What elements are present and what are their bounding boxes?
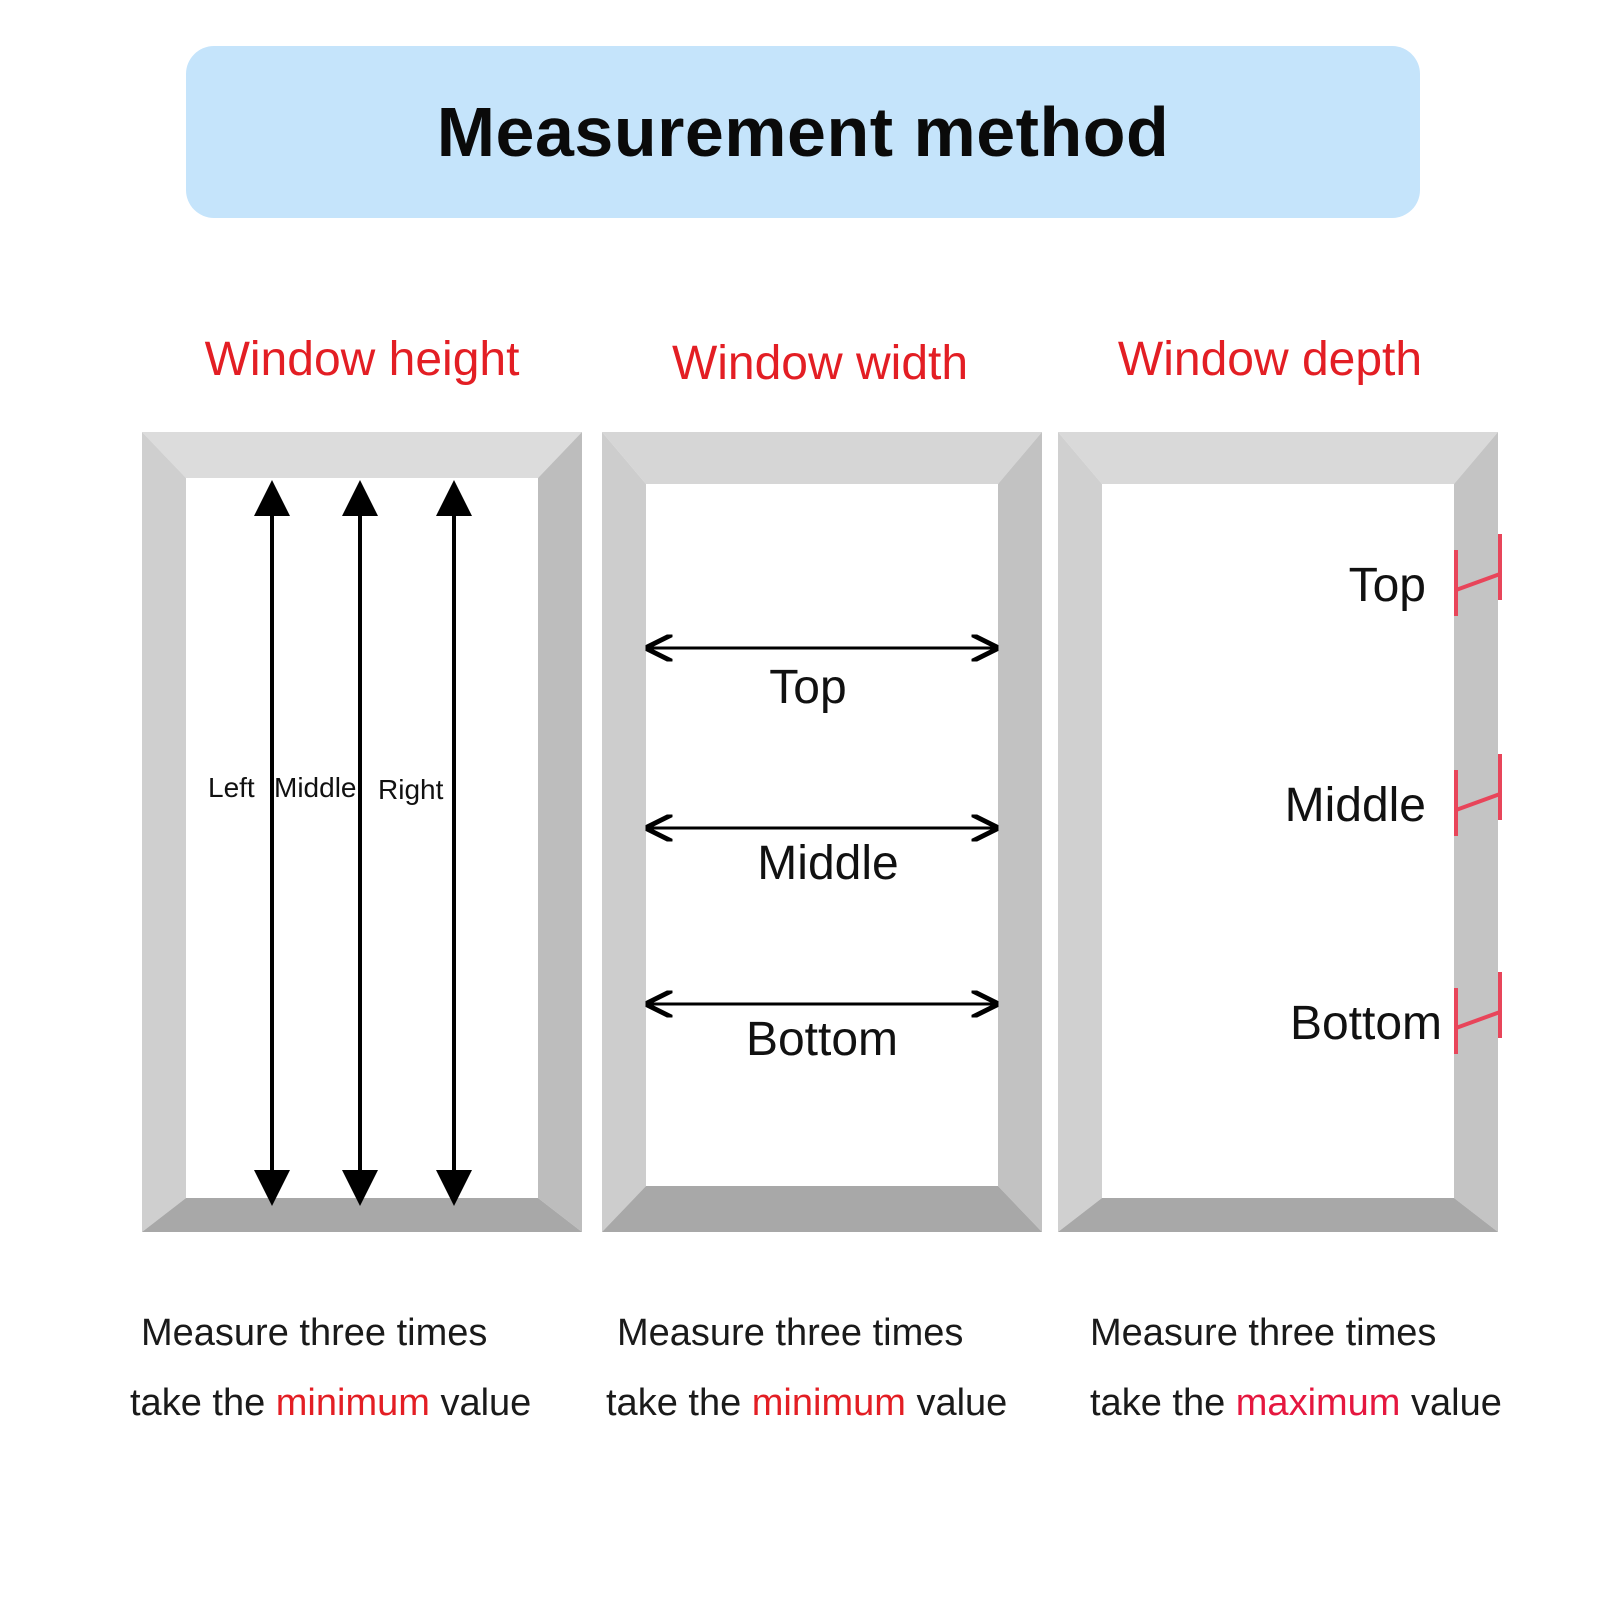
heading-window-width: Window width — [671, 337, 969, 390]
heading-window-depth: Window depth — [1117, 333, 1423, 386]
window-frame-width — [602, 432, 1042, 1232]
width-label-middle: Middle — [757, 837, 899, 890]
title-banner: Measurement method — [186, 46, 1420, 218]
caption-height-line1: Measure three times — [141, 1312, 488, 1354]
height-arrows — [254, 480, 472, 1206]
caption-width-line2: take the minimum value — [606, 1382, 1008, 1424]
depth-label-bottom: Bottom — [1289, 997, 1442, 1050]
caption-height-line2: take the minimum value — [130, 1382, 532, 1424]
page-title: Measurement method — [436, 93, 1170, 171]
caption-width-line1: Measure three times — [617, 1312, 964, 1354]
depth-label-middle: Middle — [1284, 779, 1426, 832]
depth-label-top: Top — [1348, 559, 1426, 612]
window-frame-depth — [1058, 432, 1498, 1232]
caption-width-highlight: minimum — [751, 1382, 906, 1424]
width-label-bottom: Bottom — [745, 1013, 899, 1066]
caption-depth-highlight: maximum — [1235, 1382, 1401, 1424]
height-label-right: Right — [378, 774, 444, 805]
depth-marker-top — [1454, 534, 1502, 616]
caption-depth-line1: Measure three times — [1090, 1312, 1437, 1354]
depth-markers — [1454, 534, 1502, 1054]
height-label-middle: Middle — [274, 772, 357, 803]
width-arrows — [648, 648, 996, 1004]
caption-height-highlight: minimum — [275, 1382, 430, 1424]
height-label-left: Left — [208, 772, 255, 803]
heading-window-height: Window height — [204, 333, 520, 386]
caption-depth-line2: take the maximum value — [1090, 1382, 1502, 1424]
width-label-top: Top — [769, 661, 847, 714]
depth-marker-bottom — [1454, 972, 1502, 1054]
depth-marker-middle — [1454, 754, 1502, 836]
